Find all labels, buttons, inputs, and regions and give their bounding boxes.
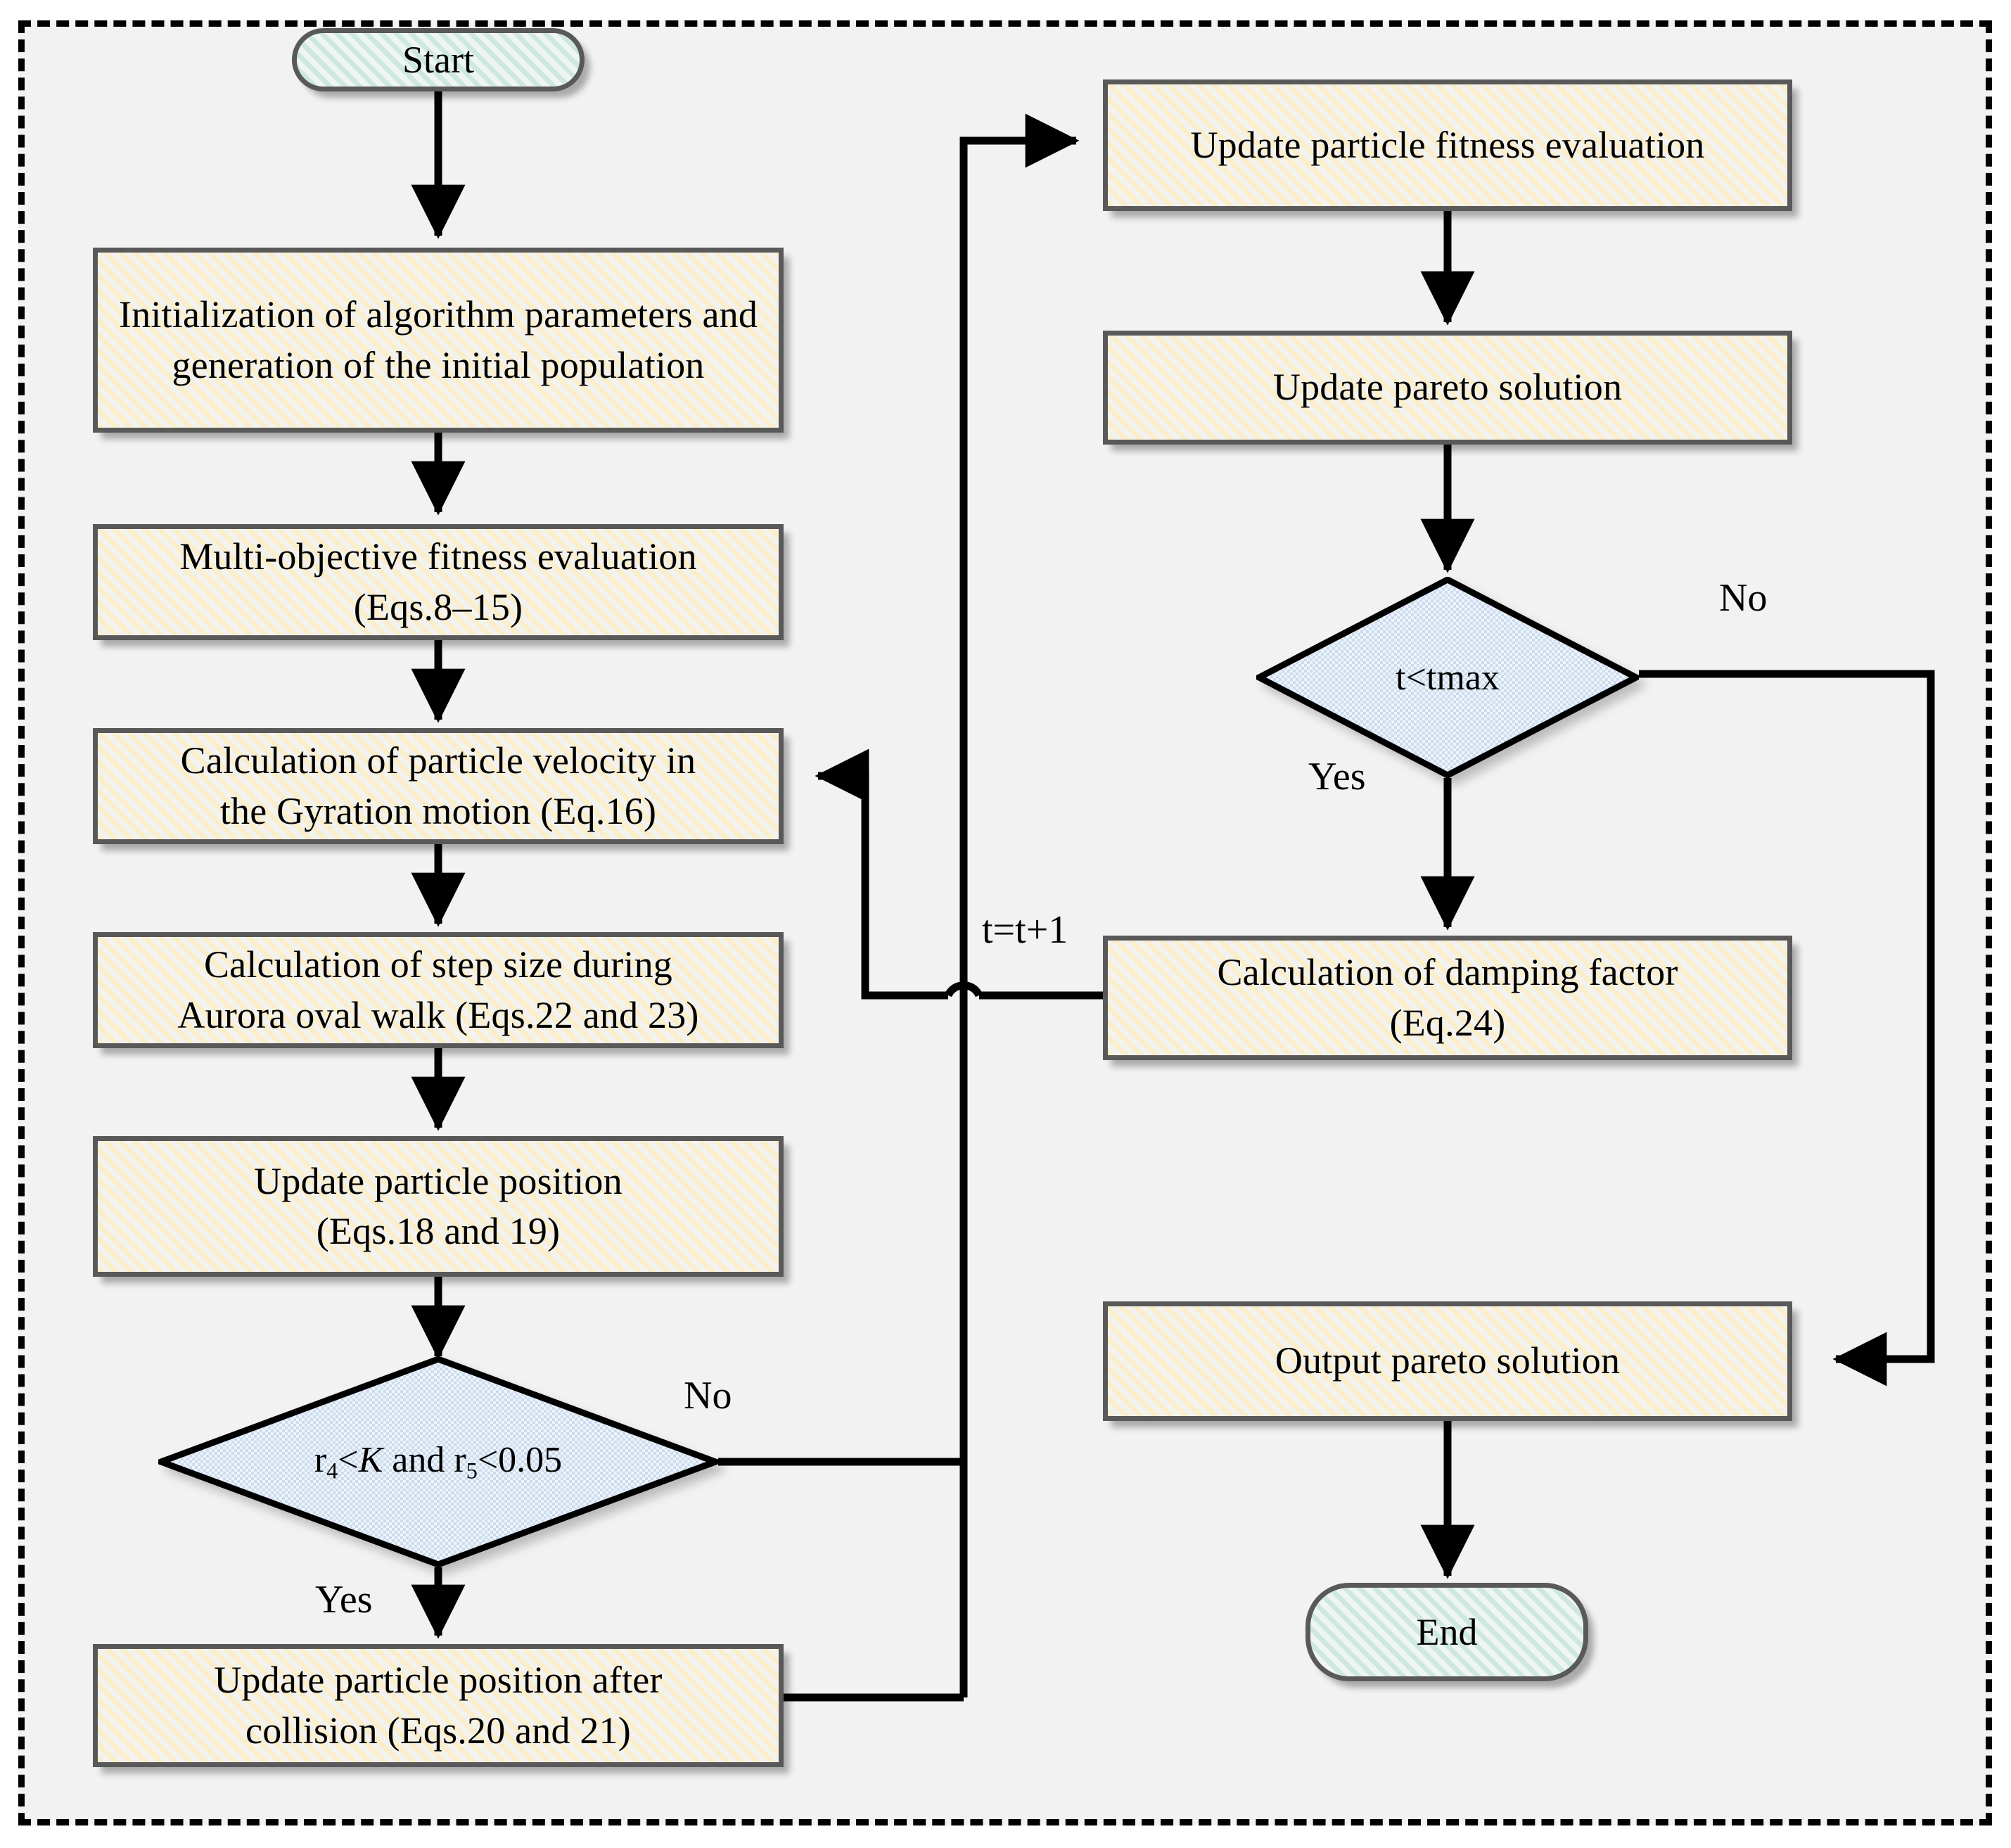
node-particle-velocity[interactable]: Calculation of particle velocity in the … <box>93 728 784 844</box>
node-initialization[interactable]: Initialization of algorithm parameters a… <box>93 248 784 433</box>
node-update-fitness-evaluation[interactable]: Update particle fitness evaluation <box>1103 79 1792 211</box>
node-update-particle-position-line2: (Eqs.18 and 19) <box>316 1210 561 1252</box>
node-update-position-after-collision-line2: collision (Eqs.20 and 21) <box>245 1709 631 1752</box>
node-update-pareto-solution[interactable]: Update pareto solution <box>1103 331 1792 445</box>
node-end-label: End <box>1416 1611 1478 1653</box>
node-update-position-after-collision-line1: Update particle position after <box>214 1659 663 1702</box>
node-decision-tmax-label: t<tmax <box>1396 657 1500 698</box>
node-step-size[interactable]: Calculation of step size during Aurora o… <box>93 932 784 1048</box>
edge-label-increment: t=t+1 <box>982 908 1068 952</box>
node-decision-collision[interactable]: r4<K and r5<0.05 <box>158 1356 718 1567</box>
node-start-label: Start <box>402 39 474 81</box>
node-decision-tmax[interactable]: t<tmax <box>1256 577 1639 778</box>
node-update-particle-position[interactable]: Update particle position (Eqs.18 and 19) <box>93 1136 784 1277</box>
edge-label-collision-yes: Yes <box>315 1578 373 1621</box>
node-particle-velocity-line1: Calculation of particle velocity in <box>180 739 696 782</box>
decision-tmax-shape <box>1256 577 1639 778</box>
node-update-pareto-solution-label: Update pareto solution <box>1272 366 1623 409</box>
node-output-pareto-solution-label: Output pareto solution <box>1275 1339 1621 1382</box>
node-particle-velocity-line2: the Gyration motion (Eq.16) <box>219 789 657 832</box>
node-damping-factor[interactable]: Calculation of damping factor (Eq.24) <box>1103 936 1792 1060</box>
node-damping-factor-line1: Calculation of damping factor <box>1217 951 1678 994</box>
node-damping-factor-line2: (Eq.24) <box>1389 1001 1506 1044</box>
node-update-position-after-collision[interactable]: Update particle position after collision… <box>93 1644 784 1767</box>
edge-label-tmax-no: No <box>1719 576 1768 620</box>
node-update-particle-position-line1: Update particle position <box>254 1159 623 1202</box>
node-step-size-line1: Calculation of step size during <box>203 943 673 986</box>
edge-label-collision-no: No <box>684 1374 732 1417</box>
node-start[interactable]: Start <box>292 28 585 91</box>
node-update-fitness-evaluation-label: Update particle fitness evaluation <box>1190 123 1705 166</box>
node-decision-collision-label: r4<K and r5<0.05 <box>314 1440 563 1484</box>
node-output-pareto-solution[interactable]: Output pareto solution <box>1103 1301 1792 1421</box>
node-fitness-evaluation-line1: Multi-objective fitness evaluation <box>179 535 697 578</box>
node-initialization-label: Initialization of algorithm parameters a… <box>118 293 758 386</box>
edge-label-tmax-yes: Yes <box>1308 755 1366 798</box>
node-end[interactable]: End <box>1305 1583 1588 1681</box>
node-step-size-line2: Aurora oval walk (Eqs.22 and 23) <box>177 993 699 1036</box>
node-fitness-evaluation-line2: (Eqs.8–15) <box>353 585 523 628</box>
decision-collision-shape <box>158 1356 718 1567</box>
node-fitness-evaluation[interactable]: Multi-objective fitness evaluation (Eqs.… <box>93 524 784 640</box>
